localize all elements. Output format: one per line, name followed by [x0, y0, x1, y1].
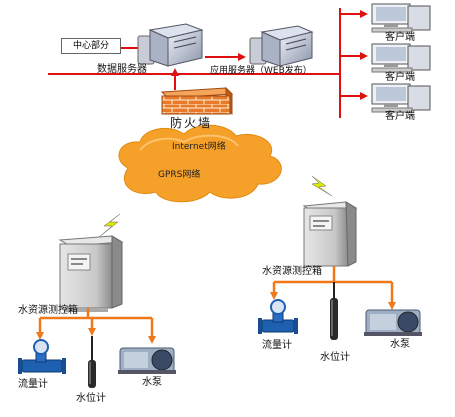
client-label-2: 客户端 [385, 72, 415, 83]
center-label: 中心部分 [61, 38, 121, 54]
left-flow-meter-icon [18, 339, 66, 374]
left-control-cabinet [58, 235, 124, 312]
network-cloud [118, 124, 282, 203]
red-network-lines [48, 8, 360, 118]
left-level-meter-icon [88, 336, 96, 388]
client-label-1: 客户端 [385, 32, 415, 43]
left-orange-arrowheads [36, 328, 156, 344]
right-cabinet-label: 水资源测控箱 [262, 266, 322, 277]
gprs-label: GPRS网络 [158, 170, 201, 180]
right-flow-meter-icon [258, 299, 298, 334]
client-pc-icon [371, 3, 431, 33]
left-flow-meter-label: 流量计 [18, 379, 48, 390]
wireless-signal-icon [311, 175, 333, 197]
internet-label: Internet网络 [172, 142, 226, 152]
right-pump-icon [364, 309, 422, 336]
left-pump-icon [118, 347, 176, 374]
right-level-meter-label: 水位计 [320, 352, 350, 363]
left-orange-lines [38, 308, 154, 336]
right-level-meter-icon [330, 282, 338, 340]
data-server-icon [137, 23, 204, 67]
red-arrowheads [171, 10, 368, 100]
right-control-cabinet [302, 201, 358, 267]
client-pc-icon [371, 43, 431, 73]
left-level-meter-label: 水位计 [76, 393, 106, 404]
left-cabinet-label: 水资源测控箱 [18, 305, 78, 316]
left-pump-label: 水泵 [142, 377, 162, 388]
data-server-label: 数据服务器 [97, 64, 147, 75]
client-label-3: 客户端 [385, 111, 415, 122]
firewall-icon [160, 86, 234, 115]
firewall-label: 防火墙 [170, 116, 213, 130]
right-flow-meter-label: 流量计 [262, 340, 292, 351]
wireless-signal-icon [97, 213, 121, 239]
right-pump-label: 水泵 [390, 339, 410, 350]
app-server-label: 应用服务器（WEB发布） [210, 66, 312, 76]
right-orange-arrowheads [270, 292, 396, 310]
app-server-icon [249, 25, 314, 67]
client-pc-icon [371, 83, 431, 113]
